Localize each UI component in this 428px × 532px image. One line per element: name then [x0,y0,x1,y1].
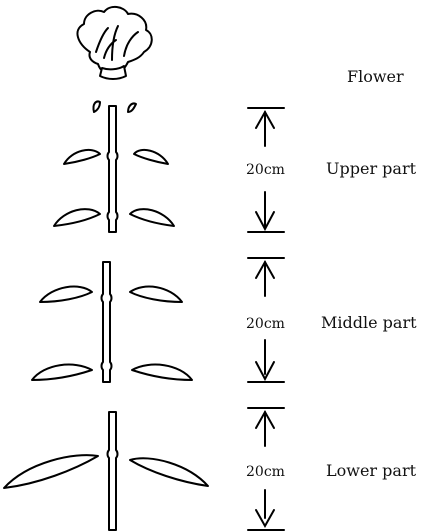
middle-dimension-label: 20cm [246,316,285,332]
lower-dimension-label: 20cm [246,464,285,480]
lower-part-label: Lower part [326,461,417,480]
upper-plant-section [54,101,174,232]
middle-part-label: Middle part [321,313,417,332]
upper-dimension-label: 20cm [246,162,285,178]
flower-label: Flower [347,67,404,86]
flower-illustration [77,7,151,79]
lower-plant-section [4,412,208,530]
upper-part-label: Upper part [326,159,417,178]
middle-plant-section [32,262,192,382]
